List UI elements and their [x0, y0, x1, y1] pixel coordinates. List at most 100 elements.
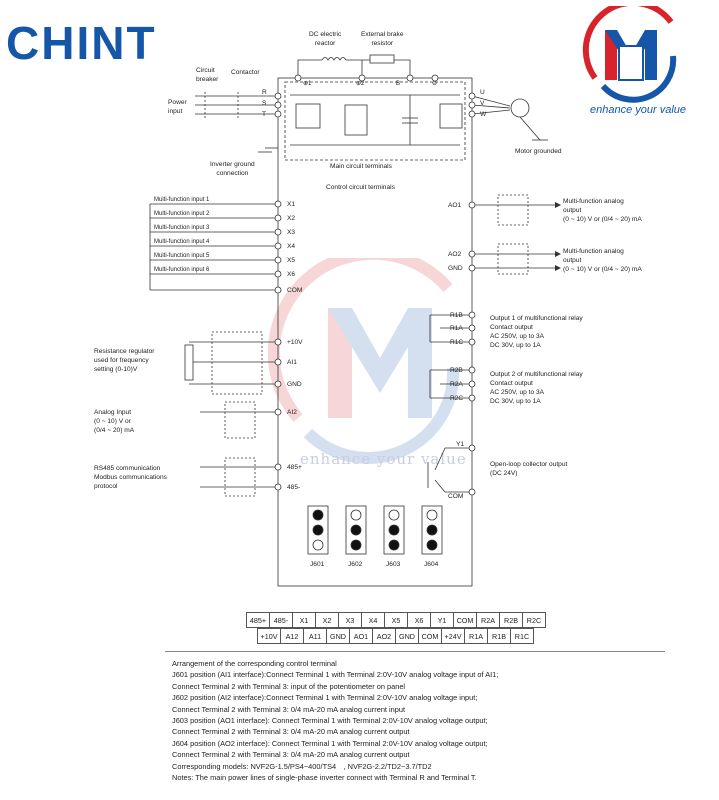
jumper-j601: J601 — [310, 561, 325, 568]
terminal-cell: A12 — [280, 628, 304, 644]
note-line: J604 position (AO2 interface): Connect T… — [172, 738, 488, 748]
term-10v: +10V — [287, 339, 303, 346]
relay1-label: Output 1 of multifunctional relay Contac… — [490, 315, 583, 349]
note-line: Connect Terminal 2 with Terminal 3: inpu… — [172, 681, 406, 691]
divider — [165, 651, 665, 652]
term-ao1: AO1 — [448, 202, 462, 209]
terminal-cell: +24V — [441, 628, 465, 644]
terminal-b: B — [396, 81, 401, 87]
terminal-cell: R2A — [476, 612, 500, 628]
ao1-label: Multi-function analog output (0 ~ 10) V … — [563, 198, 642, 223]
input-label-3: Multi-function input 3 — [154, 225, 210, 231]
analog-input-label: Analog Input (0 ~ 10) V or (0/4 ~ 20) mA — [94, 409, 135, 434]
term-x4: X4 — [287, 243, 296, 250]
terminal-r: R — [262, 89, 267, 96]
terminal-cell: X3 — [338, 612, 362, 628]
terminal-cell: R2C — [522, 612, 546, 628]
term-x2: X2 — [287, 215, 296, 222]
jumper-j602: J602 — [348, 561, 363, 568]
input-label-4: Multi-function input 4 — [154, 239, 210, 245]
resistance-label: Resistance regulator used for frequency … — [94, 348, 155, 373]
note-line: Connect Terminal 2 with Terminal 3: 0/4 … — [172, 727, 410, 737]
terminal-row-bottom: +10V A12 A11 GND AO1 AO2 GND COM +24V R1… — [257, 628, 534, 644]
note-line: J603 position (AO1 interface): Connect T… — [172, 716, 488, 726]
terminal-cell: R1B — [487, 628, 511, 644]
brake-resistor-label: External brake resistor — [361, 31, 404, 47]
terminal-cell: 485- — [269, 612, 293, 628]
terminal-cell: R1A — [464, 628, 488, 644]
jumper-j603: J603 — [386, 561, 401, 568]
terminal-cell: 485+ — [246, 612, 270, 628]
term-ao-gnd: GND — [448, 265, 463, 272]
term-r1b: R1B — [450, 312, 463, 319]
notes-block: Arrangement of the corresponding control… — [172, 658, 692, 783]
terminal-cell: R1C — [510, 628, 534, 644]
terminal-cell: COM — [453, 612, 477, 628]
note-line: Connect Terminal 2 with Terminal 3: 0/4 … — [172, 750, 410, 760]
terminal-plus2: ⊕2 — [356, 81, 365, 87]
terminal-cell: +10V — [257, 628, 281, 644]
term-r1a: R1A — [450, 325, 463, 332]
note-line: Connect Terminal 2 with Terminal 3: 0/4 … — [172, 704, 406, 714]
term-gnd: GND — [287, 381, 302, 388]
terminal-cell: X1 — [292, 612, 316, 628]
terminal-t: T — [262, 111, 267, 118]
terminal-plus1: ⊕1 — [303, 81, 312, 87]
inverter-ground-label: Inverter ground connection — [210, 161, 255, 177]
watermark-emblem-icon — [268, 258, 460, 464]
term-ai1: AI1 — [287, 359, 297, 366]
dc-reactor-label: DC electric reactor — [309, 31, 342, 47]
terminal-cell: X4 — [361, 612, 385, 628]
term-ao2: AO2 — [448, 251, 462, 258]
wiring-diagram — [149, 54, 561, 587]
circuit-breaker-label: Circuit breaker — [196, 67, 219, 83]
jumper-j604: J604 — [424, 561, 439, 568]
chint-logo: CHINT — [6, 17, 157, 69]
terminal-cell: X6 — [407, 612, 431, 628]
term-y1: Y1 — [456, 441, 465, 448]
input-label-2: Multi-function input 2 — [154, 211, 210, 217]
main-terminals-label: Main circuit terminals — [330, 163, 392, 170]
brand-tagline: enhance your value — [590, 104, 687, 116]
contactor-label: Contactor — [231, 69, 260, 76]
rs485-label: RS485 communication Modbus communication… — [94, 465, 167, 490]
input-label-6: Multi-function input 6 — [154, 267, 210, 273]
term-x1: X1 — [287, 201, 296, 208]
company-emblem-icon — [582, 6, 677, 103]
term-x6: X6 — [287, 271, 296, 278]
term-ai2: AI2 — [287, 409, 297, 416]
term-r1c: R1C — [450, 339, 464, 346]
open-collector-label: Open-loop collector output (DC 24V) — [490, 461, 568, 477]
note-line: Arrangement of the corresponding control… — [172, 659, 337, 668]
term-x5: X5 — [287, 257, 296, 264]
terminal-row-top: 485+ 485- X1 X2 X3 X4 X5 X6 Y1 COM R2A R… — [246, 612, 546, 628]
relay2-label: Output 2 of multifunctional relay Contac… — [490, 371, 583, 405]
input-label-1: Multi-function input 1 — [154, 197, 210, 203]
terminal-cell: A11 — [303, 628, 327, 644]
watermark-text: enhance your value — [300, 450, 467, 468]
terminal-cell: X2 — [315, 612, 339, 628]
terminal-v: V — [480, 100, 485, 107]
terminal-u: U — [480, 89, 485, 96]
terminal-cell: AO1 — [349, 628, 373, 644]
note-line: Corresponding models: NVF2G-1.5/PS4~400/… — [172, 761, 432, 771]
input-label-5: Multi-function input 5 — [154, 253, 210, 259]
terminal-cell: R2B — [499, 612, 523, 628]
power-input-label: Power input — [168, 99, 187, 115]
term-x3: X3 — [287, 229, 296, 236]
motor-ground-label: Motor grounded — [515, 148, 562, 155]
terminal-s: S — [262, 100, 267, 107]
terminal-cell: COM — [418, 628, 442, 644]
ao2-label: Multi-function analog output (0 ~ 10) V … — [563, 248, 642, 273]
terminal-w: W — [480, 111, 487, 118]
note-line: Notes: The main power lines of single-ph… — [172, 773, 477, 783]
terminal-minus: ⊖ — [432, 81, 438, 87]
term-y-com: COM — [448, 493, 464, 500]
note-line: J601 position (AI1 interface):Connect Te… — [172, 670, 499, 680]
term-485p: 485+ — [287, 464, 302, 471]
terminal-cell: GND — [326, 628, 350, 644]
terminal-cell: X5 — [384, 612, 408, 628]
control-title: Control circuit terminals — [326, 184, 395, 191]
terminal-cell: GND — [395, 628, 419, 644]
terminal-cell: AO2 — [372, 628, 396, 644]
